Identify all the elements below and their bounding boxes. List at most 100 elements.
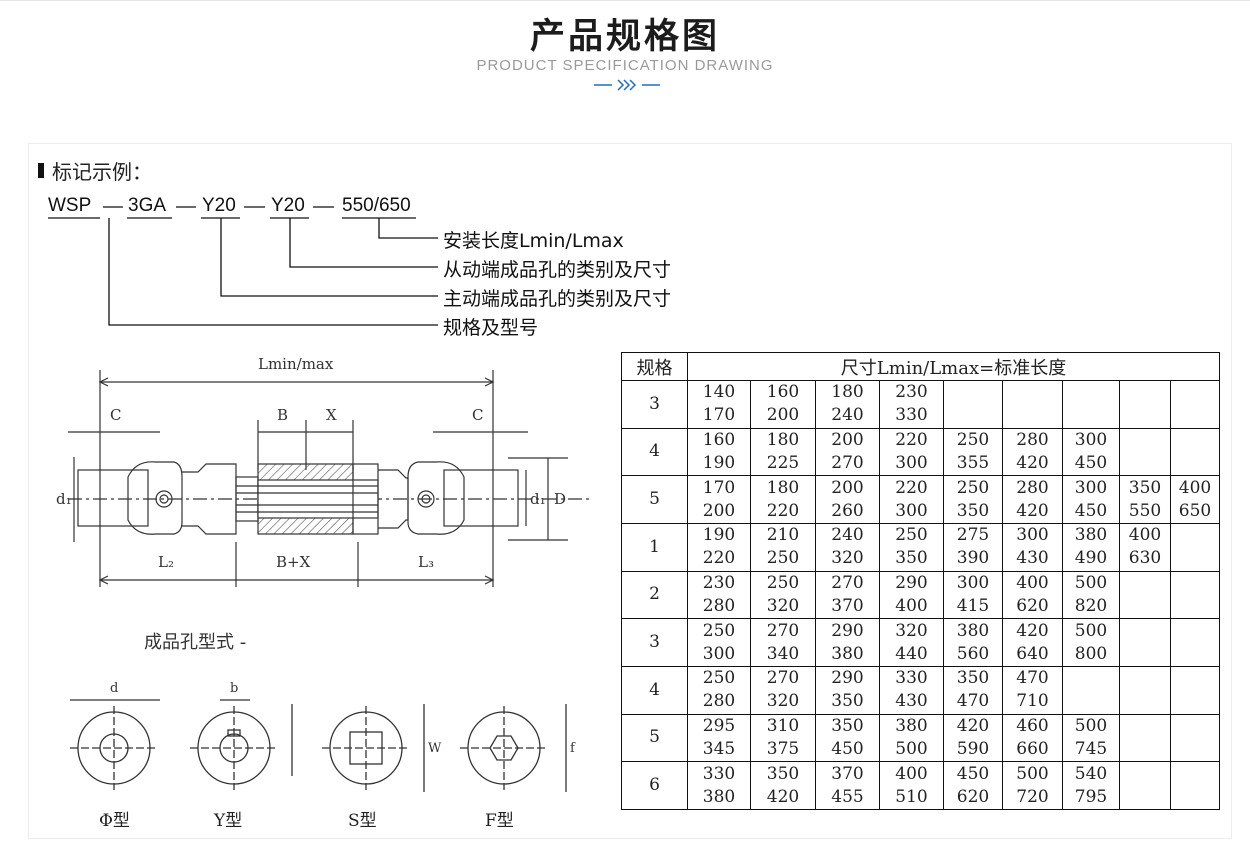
page-title: 产品规格图 [529, 17, 720, 57]
length-min: 350 [956, 668, 990, 689]
label-l3: L₃ [418, 553, 434, 571]
length-min: 210 [766, 525, 800, 546]
desc-model: 规格及型号 [443, 317, 539, 339]
length-min: 280 [1016, 477, 1049, 498]
length-min: 220 [895, 477, 928, 498]
length-cell [1169, 570, 1221, 620]
caption-f-type: F型 [485, 811, 514, 831]
bullet-icon [38, 163, 44, 178]
label-d-big: D [554, 490, 566, 508]
length-min: 450 [956, 763, 990, 784]
length-min: 470 [1016, 668, 1049, 689]
spec-cell: 4 [621, 427, 688, 477]
length-max: 220 [766, 500, 800, 521]
length-min: 320 [895, 620, 928, 641]
length-max: 660 [1016, 738, 1049, 759]
length-max: 350 [956, 500, 990, 521]
spec-cell: 3 [621, 618, 688, 667]
dim-b: b [230, 681, 238, 696]
length-max: 170 [702, 405, 736, 426]
length-max: 300 [702, 643, 736, 664]
length-min: 300 [1074, 477, 1108, 498]
length-max: 420 [1016, 452, 1049, 473]
label-bx: B+X [276, 553, 311, 571]
length-max: 415 [956, 595, 990, 616]
length-max: 455 [831, 786, 864, 807]
length-min: 250 [956, 429, 990, 450]
length-min: 170 [702, 477, 736, 498]
length-min: 400 [1178, 477, 1212, 498]
length-max: 355 [956, 452, 990, 473]
desc-driving-hole: 主动端成品孔的类别及尺寸 [443, 288, 672, 310]
length-max: 630 [1128, 548, 1162, 569]
length-max: 510 [895, 786, 928, 807]
length-max: 320 [766, 691, 800, 712]
length-min: 350 [831, 715, 864, 736]
spec-cell: 3 [621, 380, 688, 429]
length-min: 270 [831, 572, 864, 593]
length-min: 180 [766, 477, 800, 498]
length-min: 250 [702, 620, 736, 641]
length-min: 460 [1016, 715, 1049, 736]
length-max: 380 [831, 643, 864, 664]
dim-f: f [570, 741, 576, 756]
dim-d: d [110, 681, 118, 696]
content-frame [28, 143, 1232, 839]
hole-types-title: 成品孔型式 - [144, 632, 247, 653]
length-min: 250 [956, 477, 990, 498]
length-max: 560 [956, 643, 990, 664]
length-min: 290 [895, 572, 928, 593]
label-x: X [326, 406, 337, 424]
length-max: 800 [1074, 643, 1108, 664]
spec-cell: 6 [621, 761, 688, 810]
caption-y-type: Y型 [214, 811, 243, 831]
length-min: 240 [831, 525, 864, 546]
page-subtitle: PRODUCT SPECIFICATION DRAWING [476, 57, 774, 74]
length-min: 180 [766, 429, 800, 450]
length-min: 350 [1128, 477, 1162, 498]
length-cell [1119, 570, 1171, 620]
caption-phi-type: Φ型 [99, 811, 130, 831]
length-max: 350 [831, 691, 864, 712]
length-min: 280 [1016, 429, 1049, 450]
length-min: 400 [1016, 572, 1049, 593]
length-max: 420 [1016, 500, 1049, 521]
code-model: WSP [48, 195, 92, 216]
length-min: 220 [895, 429, 928, 450]
label-d1-right: d₁ [530, 490, 546, 508]
length-max: 620 [956, 786, 990, 807]
length-min: 500 [1016, 763, 1049, 784]
length-min: 290 [831, 620, 864, 641]
length-max: 440 [895, 643, 928, 664]
length-min: 250 [895, 525, 928, 546]
length-max: 190 [702, 452, 736, 473]
length-cell [1169, 380, 1221, 429]
code-length: 550/650 [342, 195, 411, 216]
length-max: 340 [766, 643, 800, 664]
length-max: 280 [702, 691, 736, 712]
length-max: 300 [895, 500, 928, 521]
